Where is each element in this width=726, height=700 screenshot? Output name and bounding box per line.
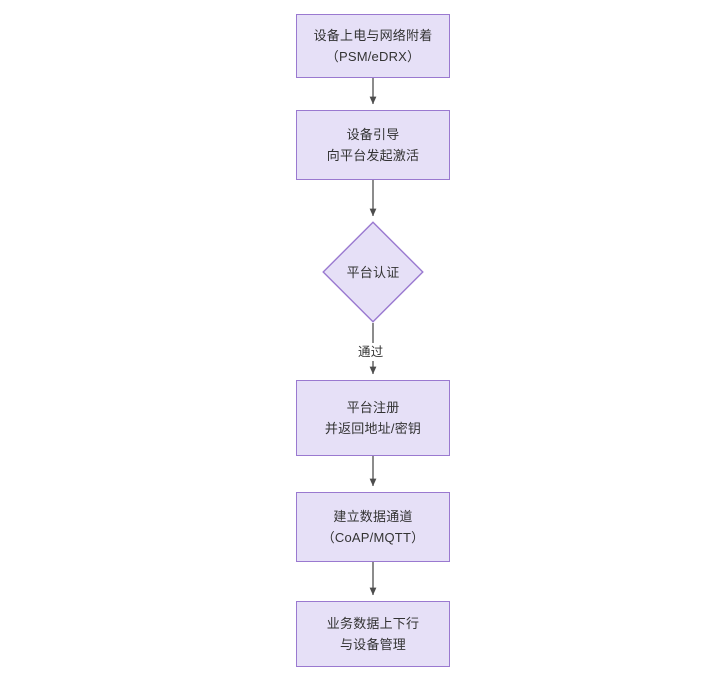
node-text-line2: （PSM/eDRX）	[325, 49, 421, 64]
node-text-line2: 向平台发起激活	[326, 148, 420, 163]
node-platform-auth-decision[interactable]: 平台认证	[322, 221, 424, 323]
node-text-line2: 并返回地址/密钥	[324, 421, 422, 436]
node-text-line2: 与设备管理	[339, 637, 406, 652]
node-business-data-and-device-mgmt[interactable]: 业务数据上下行 与设备管理	[296, 601, 450, 667]
node-text-line1: 建立数据通道	[333, 509, 413, 524]
node-device-bootstrap[interactable]: 设备引导 向平台发起激活	[296, 110, 450, 180]
node-establish-data-channel[interactable]: 建立数据通道 （CoAP/MQTT）	[296, 492, 450, 562]
node-text-line1: 设备上电与网络附着	[313, 28, 433, 43]
diamond-shape	[322, 221, 424, 323]
node-text-line1: 业务数据上下行	[326, 616, 420, 631]
node-text-line1: 平台注册	[346, 400, 400, 415]
node-text-line1: 平台认证	[346, 264, 400, 280]
node-text-line2: （CoAP/MQTT）	[321, 530, 425, 545]
node-platform-register[interactable]: 平台注册 并返回地址/密钥	[296, 380, 450, 456]
node-text-line1: 设备引导	[346, 127, 400, 142]
edge-label-pass: 通过	[355, 343, 387, 361]
node-device-power-on[interactable]: 设备上电与网络附着 （PSM/eDRX）	[296, 14, 450, 78]
